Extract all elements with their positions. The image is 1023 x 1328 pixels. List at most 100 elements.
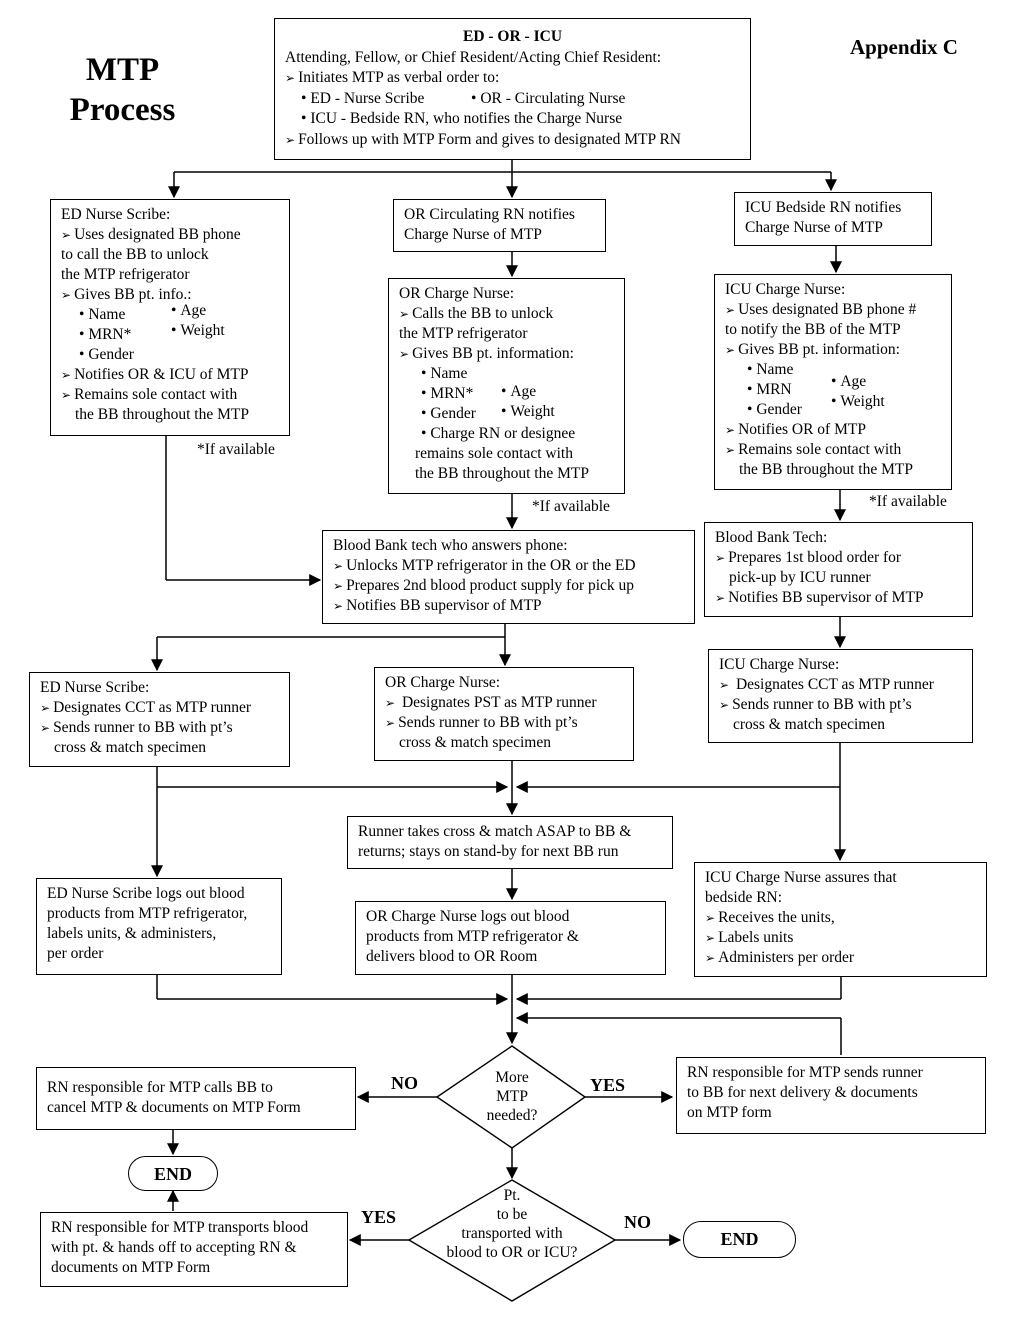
decision2-line4: blood to OR or ICU? [446, 1244, 578, 1261]
or1-field-contact: Charge RN or designee [399, 424, 614, 444]
ed1-item1b: to call the BB to unlock [61, 246, 209, 263]
decision2-line2: to be [496, 1206, 528, 1223]
or2-item1: Designates PST as MTP runner [385, 693, 623, 713]
transport-box: RN responsible for MTP transports blood … [40, 1212, 348, 1287]
bb-tech-box-1: Blood Bank tech who answers phone: Unloc… [322, 530, 695, 624]
or1-item1: Calls the BB to unlock [399, 304, 614, 324]
transport-line1: RN responsible for MTP transports blood [51, 1219, 309, 1236]
icu-bedside-box: ICU Bedside RN notifies Charge Nurse of … [734, 192, 932, 246]
ed1-item1c: the MTP refrigerator [61, 266, 190, 283]
bb2-item2: Notifies BB supervisor of MTP [715, 588, 962, 608]
decision1-no-label: NO [391, 1073, 418, 1093]
decision-transport: Pt. to be transported with blood to OR o… [432, 1186, 592, 1262]
top-box-line2: Initiates MTP as verbal order to: [285, 68, 740, 89]
or-logs-box: OR Charge Nurse logs out blood products … [355, 901, 666, 975]
bb2-header: Blood Bank Tech: [715, 529, 828, 546]
or1-field-weight: Weight [501, 402, 554, 422]
runner-box: Runner takes cross & match ASAP to BB & … [347, 816, 673, 869]
icu2-item2: Sends runner to BB with pt’s [719, 695, 962, 715]
top-box-line3: Follows up with MTP Form and gives to de… [285, 130, 740, 151]
icu1-item1: Uses designated BB phone # [725, 300, 941, 320]
ed-footnote: *If available [197, 441, 275, 458]
or-charge-box-2: OR Charge Nurse: Designates PST as MTP r… [374, 667, 634, 761]
send-line1: RN responsible for MTP sends runner [687, 1064, 923, 1081]
title-line1: MTP [85, 52, 160, 88]
ed1-field-name: Name [79, 305, 171, 325]
icu1-item4: Remains sole contact with [725, 440, 941, 460]
ed2-item2b: cross & match specimen [54, 739, 206, 756]
icu-assures-item1: Receives the units, [705, 908, 976, 928]
top-box-line1: Attending, Fellow, or Chief Resident/Act… [285, 48, 662, 66]
bb1-item2: Prepares 2nd blood product supply for pi… [333, 576, 684, 596]
or1-field-gender: Gender [421, 404, 501, 424]
ed1-item2: Gives BB pt. info.: [61, 285, 279, 305]
icu-charge-box-2: ICU Charge Nurse: Designates CCT as MTP … [708, 649, 973, 743]
decision-more-mtp-shape [435, 1045, 587, 1149]
icu2-item1: Designates CCT as MTP runner [719, 675, 962, 695]
or-footnote: *If available [532, 498, 610, 515]
or-logs-line1: OR Charge Nurse logs out blood [366, 908, 570, 925]
decision2-line1: Pt. [503, 1187, 521, 1204]
icu-bedside-line1: ICU Bedside RN notifies [745, 199, 902, 216]
ed-logs-box: ED Nurse Scribe logs out blood products … [36, 878, 282, 975]
appendix-label: Appendix C [850, 35, 958, 59]
ed1-field-gender: Gender [79, 345, 171, 365]
cancel-mtp-box: RN responsible for MTP calls BB to cance… [36, 1067, 356, 1130]
ed-logs-line3: labels units, & administers, [47, 925, 217, 942]
bb1-item3: Notifies BB supervisor of MTP [333, 596, 684, 616]
end-terminal-1: END [128, 1156, 218, 1191]
or-circ-line1: OR Circulating RN notifies [404, 206, 575, 223]
ed1-field-mrn: MRN* [79, 325, 171, 345]
icu-footnote: *If available [869, 493, 947, 510]
decision-more-mtp: More MTP needed? [462, 1068, 562, 1125]
or1-item1b: the MTP refrigerator [399, 325, 528, 342]
ed1-item1: Uses designated BB phone [61, 225, 279, 245]
bb2-item1: Prepares 1st blood order for [715, 548, 962, 568]
or1-item2: Gives BB pt. information: [399, 344, 614, 364]
top-box-bullet2: OR - Circulating Nurse [471, 89, 625, 110]
runner-line2: returns; stays on stand-by for next BB r… [358, 843, 619, 860]
decision1-line3: needed? [486, 1107, 538, 1124]
or-circulating-box: OR Circulating RN notifies Charge Nurse … [393, 199, 606, 252]
top-box-bullet1: ED - Nurse Scribe [301, 89, 471, 110]
decision1-line1: More [495, 1069, 529, 1086]
ed2-item1: Designates CCT as MTP runner [40, 698, 279, 718]
or1-header: OR Charge Nurse: [399, 285, 515, 302]
send-line2: to BB for next delivery & documents [687, 1084, 918, 1101]
runner-line1: Runner takes cross & match ASAP to BB & [358, 823, 632, 840]
bb1-header: Blood Bank tech who answers phone: [333, 537, 568, 554]
or-circ-line2: Charge Nurse of MTP [404, 226, 542, 243]
top-order-box: ED - OR - ICU Attending, Fellow, or Chie… [274, 18, 751, 160]
icu1-field-name: Name [747, 360, 831, 380]
cancel-line2: cancel MTP & documents on MTP Form [47, 1099, 301, 1116]
top-box-header: ED - OR - ICU [462, 28, 563, 45]
icu1-field-age: Age [831, 372, 885, 392]
send-runner-box: RN responsible for MTP sends runner to B… [676, 1057, 986, 1134]
icu2-header: ICU Charge Nurse: [719, 656, 840, 673]
icu-charge-box-1: ICU Charge Nurse: Uses designated BB pho… [714, 274, 952, 490]
transport-line3: documents on MTP Form [51, 1259, 211, 1276]
or1-field-mrn: MRN* [421, 384, 501, 404]
or-charge-box-1: OR Charge Nurse: Calls the BB to unlock … [388, 278, 625, 494]
icu-assures-line2: bedside RN: [705, 889, 783, 906]
ed1-header: ED Nurse Scribe: [61, 206, 171, 223]
or1-field-contact-b: remains sole contact with [415, 445, 573, 462]
icu2-item2b: cross & match specimen [733, 716, 885, 733]
ed1-field-age: Age [171, 301, 225, 321]
icu-assures-box: ICU Charge Nurse assures that bedside RN… [694, 862, 987, 977]
icu1-field-weight: Weight [831, 392, 884, 412]
title-line2: Process [69, 92, 176, 128]
send-line3: on MTP form [687, 1104, 772, 1121]
ed1-item3: Notifies OR & ICU of MTP [61, 365, 279, 385]
ed-scribe-box-2: ED Nurse Scribe: Designates CCT as MTP r… [29, 672, 290, 767]
top-box-bullet3: ICU - Bedside RN, who notifies the Charg… [285, 109, 740, 130]
ed-logs-line4: per order [47, 945, 104, 962]
decision2-no-label: NO [624, 1212, 651, 1232]
ed1-item4b: the BB throughout the MTP [75, 406, 249, 423]
bb1-item1: Unlocks MTP refrigerator in the OR or th… [333, 556, 684, 576]
icu1-item4b: the BB throughout the MTP [739, 461, 913, 478]
icu-bedside-line2: Charge Nurse of MTP [745, 219, 883, 236]
icu-assures-line1: ICU Charge Nurse assures that [705, 869, 897, 886]
or2-item2b: cross & match specimen [399, 734, 551, 751]
or2-header: OR Charge Nurse: [385, 674, 501, 691]
